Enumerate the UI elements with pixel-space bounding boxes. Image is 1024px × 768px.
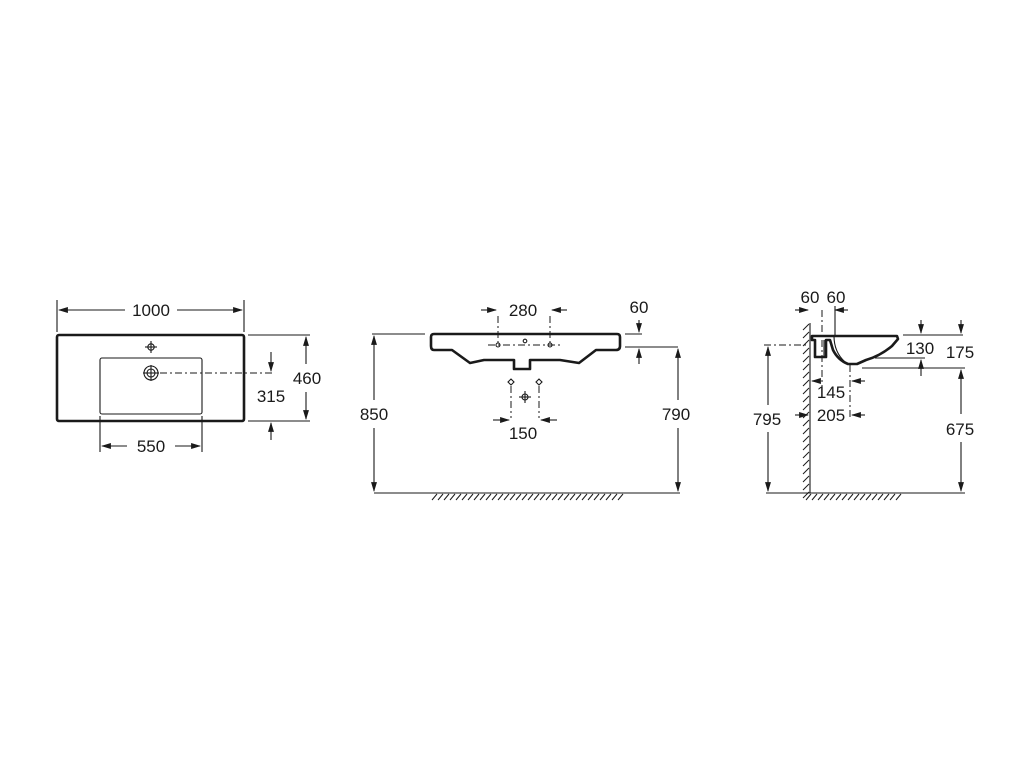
dimension-supply-spacing: 150	[493, 417, 557, 443]
dimension-bowl-depth: 130	[875, 320, 963, 376]
supply-point-left-icon	[507, 378, 515, 386]
dimension-wall-offsets: 60 60	[795, 288, 848, 336]
svg-text:60: 60	[827, 288, 846, 307]
dimension-underside-height: 675	[946, 369, 974, 492]
dimension-drain-from-wall-145: 145	[811, 378, 865, 402]
floor-line-side	[766, 492, 965, 501]
svg-text:150: 150	[509, 424, 537, 443]
wall	[802, 323, 811, 499]
dimension-drain-height: 795	[753, 346, 781, 492]
basin-outline-top	[55, 333, 246, 423]
tap-hole-icon	[145, 341, 157, 353]
svg-text:145: 145	[817, 383, 845, 402]
dimension-rim-thickness: 60	[625, 298, 678, 364]
basin-outline-side	[810, 334, 900, 366]
dimension-drain-from-wall-205: 205	[795, 406, 865, 425]
dimension-bowl-width: 550	[99, 416, 203, 456]
dimension-height-rim: 850	[360, 333, 425, 492]
floor-line-front	[374, 492, 680, 501]
bowl-outline-top	[99, 357, 203, 415]
top-view: 1000 460 315 550	[55, 300, 321, 456]
svg-text:60: 60	[801, 288, 820, 307]
dimension-tap-spacing: 280	[481, 301, 567, 320]
svg-text:550: 550	[137, 437, 165, 456]
svg-text:675: 675	[946, 420, 974, 439]
svg-text:795: 795	[753, 410, 781, 429]
dimension-total-depth: 175	[862, 320, 974, 369]
dimension-overall-width: 1000	[56, 300, 245, 332]
basin-outline-front	[429, 332, 622, 371]
svg-text:460: 460	[293, 369, 321, 388]
side-view: 60 60 130 175 145 205	[753, 288, 974, 501]
waste-point-icon	[519, 391, 531, 403]
svg-text:205: 205	[817, 406, 845, 425]
svg-text:60: 60	[630, 298, 649, 317]
svg-text:130: 130	[906, 339, 934, 358]
drain-icon	[143, 365, 159, 381]
svg-text:280: 280	[509, 301, 537, 320]
dimension-drain-offset: 315	[257, 352, 285, 440]
svg-text:315: 315	[257, 387, 285, 406]
svg-text:850: 850	[360, 405, 388, 424]
front-view: 280 60 850 790 150	[360, 298, 690, 501]
dimension-height-underside: 790	[662, 348, 690, 492]
svg-text:790: 790	[662, 405, 690, 424]
dimension-overall-depth: 460	[248, 334, 321, 422]
svg-text:175: 175	[946, 343, 974, 362]
svg-text:1000: 1000	[132, 301, 170, 320]
supply-point-right-icon	[535, 378, 543, 386]
